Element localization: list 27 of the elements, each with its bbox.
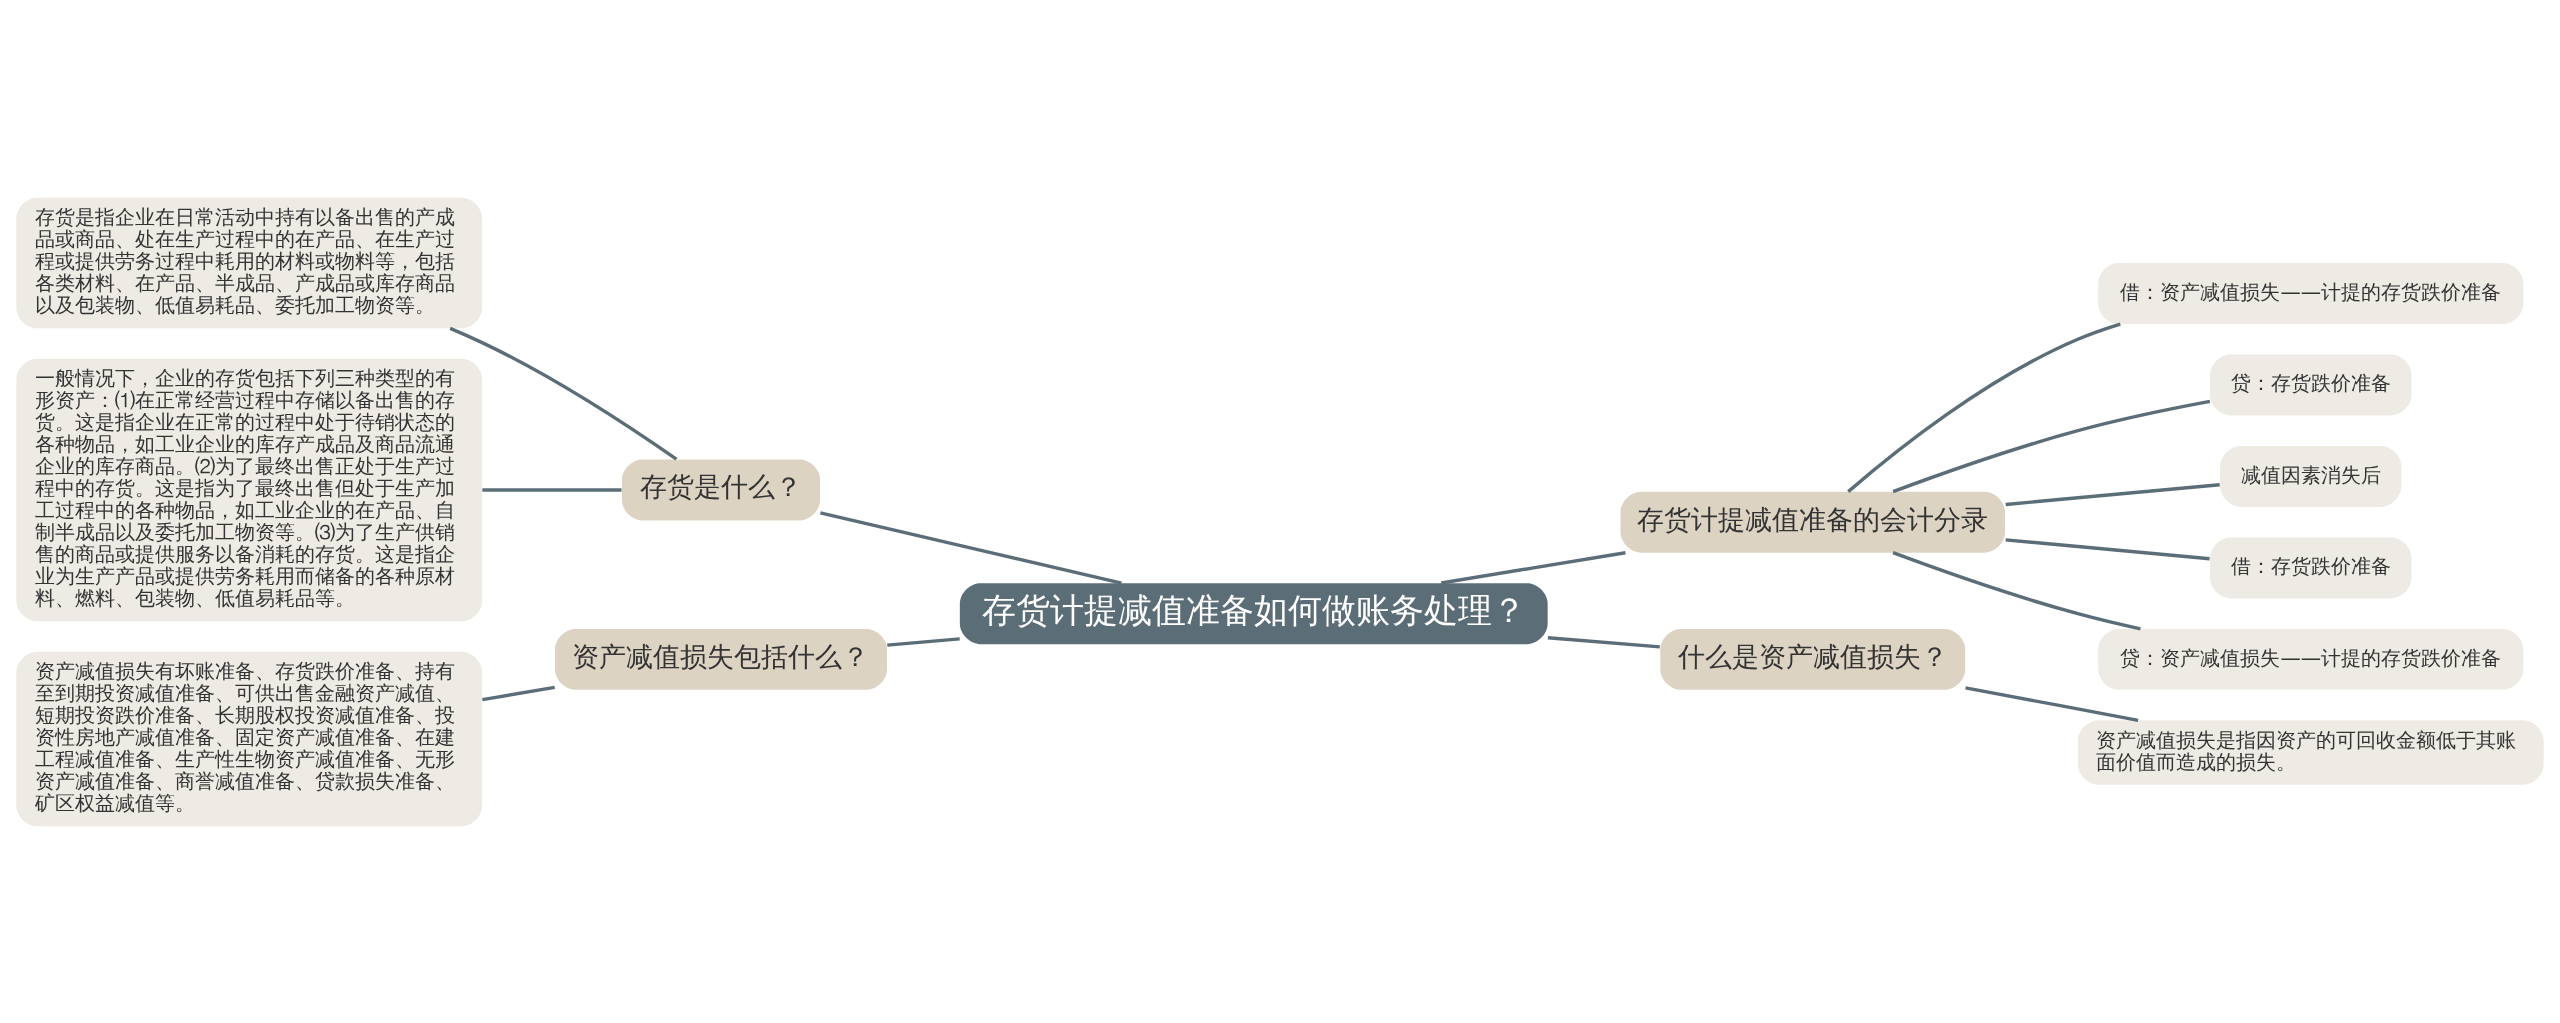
node-box: 借：存货跌价准备 xyxy=(2209,536,2412,598)
node-box: 资产减值损失有坏账准备、存货跌价准备、持有至到期投资减值准备、可供出售金融资产减值、短期投资跌价准备、长期股权投资减值准备、投资性房地产减值准备、固定资产减值准备、在建工程减值准备、生产性生物资产减值准备、无形资产减值准备、商誉减值准备、贷款损失准备、矿区权益减值等。 xyxy=(16,651,483,826)
node-box: 什么是资产减值损失？ xyxy=(1660,628,1966,690)
connector xyxy=(2005,537,2210,560)
node-box: 一般情况下，企业的存货包括下列三种类型的有形资产：⑴在正常经营过程中存储以备出售的存货。这是指企业在正常的过程中处于待销状态的各种物品，如工业企业的库存产成品及商品流通企业的库存商品。⑵为了最终出售正处于生产过程中的存货。这是指为了最终出售但处于生产加工过程中的各种物品，如工业企业的在产品、自制半成品以及委托加工物资等。⑶为了生产供销售的商品或提供服务以备消耗的存货。这是指企业为生产产品或提供劳务耗用而储备的各种原材料、燃料、包装物、低值易耗品等。 xyxy=(16,358,483,621)
connector xyxy=(1965,685,2139,722)
node-box: 借：资产减值损失——计提的存货跌价准备 xyxy=(2098,262,2524,324)
node-box: 存货是什么？ xyxy=(621,459,821,520)
connector xyxy=(449,326,678,461)
connector xyxy=(1892,550,2141,630)
connector xyxy=(820,510,1122,585)
node-box: 存货是指企业在日常活动中持有以备出售的产成品或商品、处在生产过程中的在产品、在生产过程或提供劳务过程中耗用的材料或物料等，包括各类材料、在产品、半成品、产成品或库存商品以及包装物、低值易耗品、委托加工物资等。 xyxy=(16,197,483,328)
connector xyxy=(1547,635,1660,649)
connector xyxy=(482,487,622,492)
connector xyxy=(1847,321,2121,493)
connector xyxy=(2005,482,2220,506)
node-box: 存货计提减值准备的会计分录 xyxy=(1620,491,2005,553)
node-box: 贷：存货跌价准备 xyxy=(2209,353,2412,415)
node-box: 存货计提减值准备如何做账务处理？ xyxy=(959,582,1548,644)
node-box: 资产减值损失是指因资产的可回收金额低于其账面价值而造成的损失。 xyxy=(2077,719,2544,785)
connector xyxy=(1440,550,1626,585)
node-box: 贷：资产减值损失——计提的存货跌价准备 xyxy=(2098,628,2524,690)
connector xyxy=(482,685,555,701)
connector xyxy=(1892,399,2211,493)
connector xyxy=(887,636,960,647)
node-box: 资产减值损失包括什么？ xyxy=(555,628,887,690)
node-box: 减值因素消失后 xyxy=(2220,445,2402,507)
